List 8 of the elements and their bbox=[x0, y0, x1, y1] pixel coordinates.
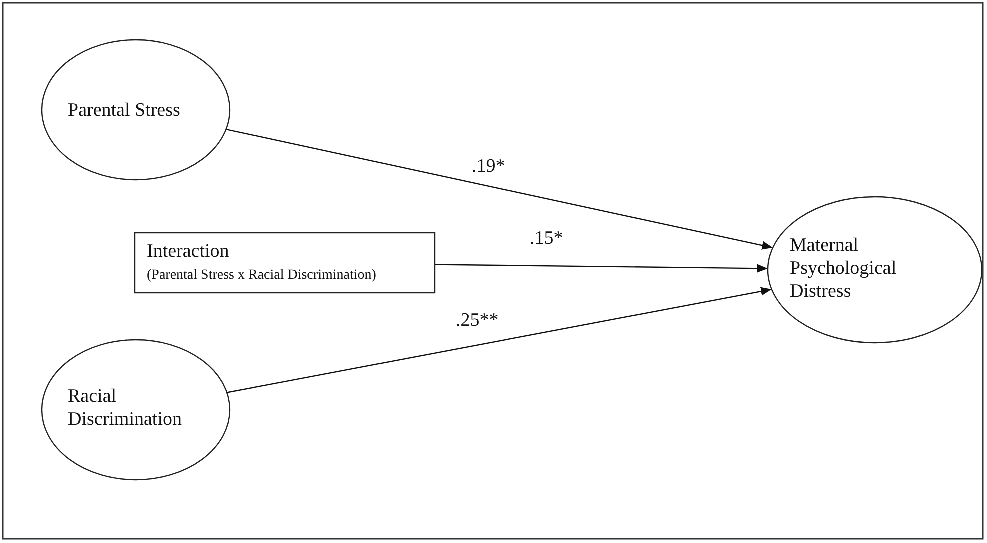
node-label: Maternal Psychological Distress bbox=[790, 235, 898, 304]
arrow bbox=[226, 128, 774, 250]
node-label: Parental Stress bbox=[68, 100, 182, 123]
node-label: Interaction bbox=[147, 241, 230, 264]
arrow bbox=[435, 264, 768, 273]
node-label: Racial Discrimination bbox=[68, 386, 183, 432]
arrow bbox=[226, 287, 772, 394]
node-sublabel: (Parental Stress x Racial Discrimination) bbox=[147, 268, 378, 285]
